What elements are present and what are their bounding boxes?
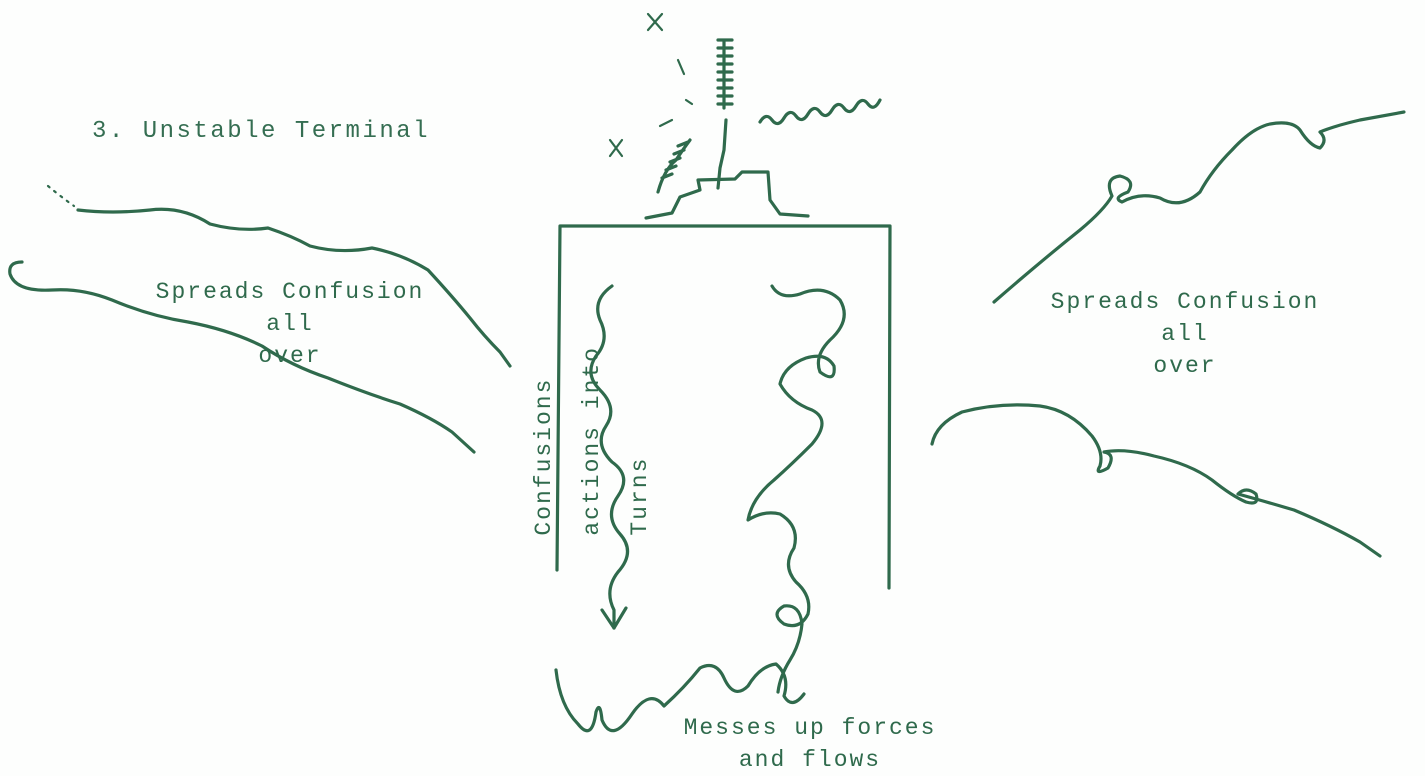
right-note-line-2: all [1010, 318, 1360, 350]
left-note: Spreads Confusion all over [120, 276, 460, 372]
right-zigzag [760, 100, 880, 124]
bottom-note-line-1: Messes up forces [640, 712, 980, 744]
bottom-note: Messes up forces and flows [640, 712, 980, 776]
lower-x-mark [610, 140, 622, 156]
vertical-note-line-3: Confusions [520, 346, 568, 536]
vertical-note-line-2: actions into [568, 346, 616, 536]
left-streamer-dots [48, 186, 74, 206]
left-note-line-3: over [120, 340, 460, 372]
right-streamer-upper [994, 112, 1404, 302]
left-note-line-2: all [120, 308, 460, 340]
vertical-note-line-1: Turns [616, 346, 664, 536]
vertical-note: Confusions actions into Turns [520, 346, 664, 536]
upper-x-mark [648, 14, 662, 30]
left-coil [658, 140, 690, 192]
right-streamer-lower [932, 405, 1380, 556]
dash-mark-3 [686, 100, 692, 104]
right-note: Spreads Confusion all over [1010, 286, 1360, 382]
dash-mark-2 [660, 120, 672, 126]
top-spikes [646, 172, 808, 218]
bottom-note-line-2: and flows [640, 744, 980, 776]
right-note-line-3: over [1010, 350, 1360, 382]
top-coil [718, 40, 732, 108]
inner-squiggle-right [748, 286, 844, 692]
dash-mark-1 [678, 60, 684, 74]
left-note-line-1: Spreads Confusion [120, 276, 460, 308]
right-note-line-1: Spreads Confusion [1010, 286, 1360, 318]
diagram-title: 3. Unstable Terminal [92, 116, 430, 148]
